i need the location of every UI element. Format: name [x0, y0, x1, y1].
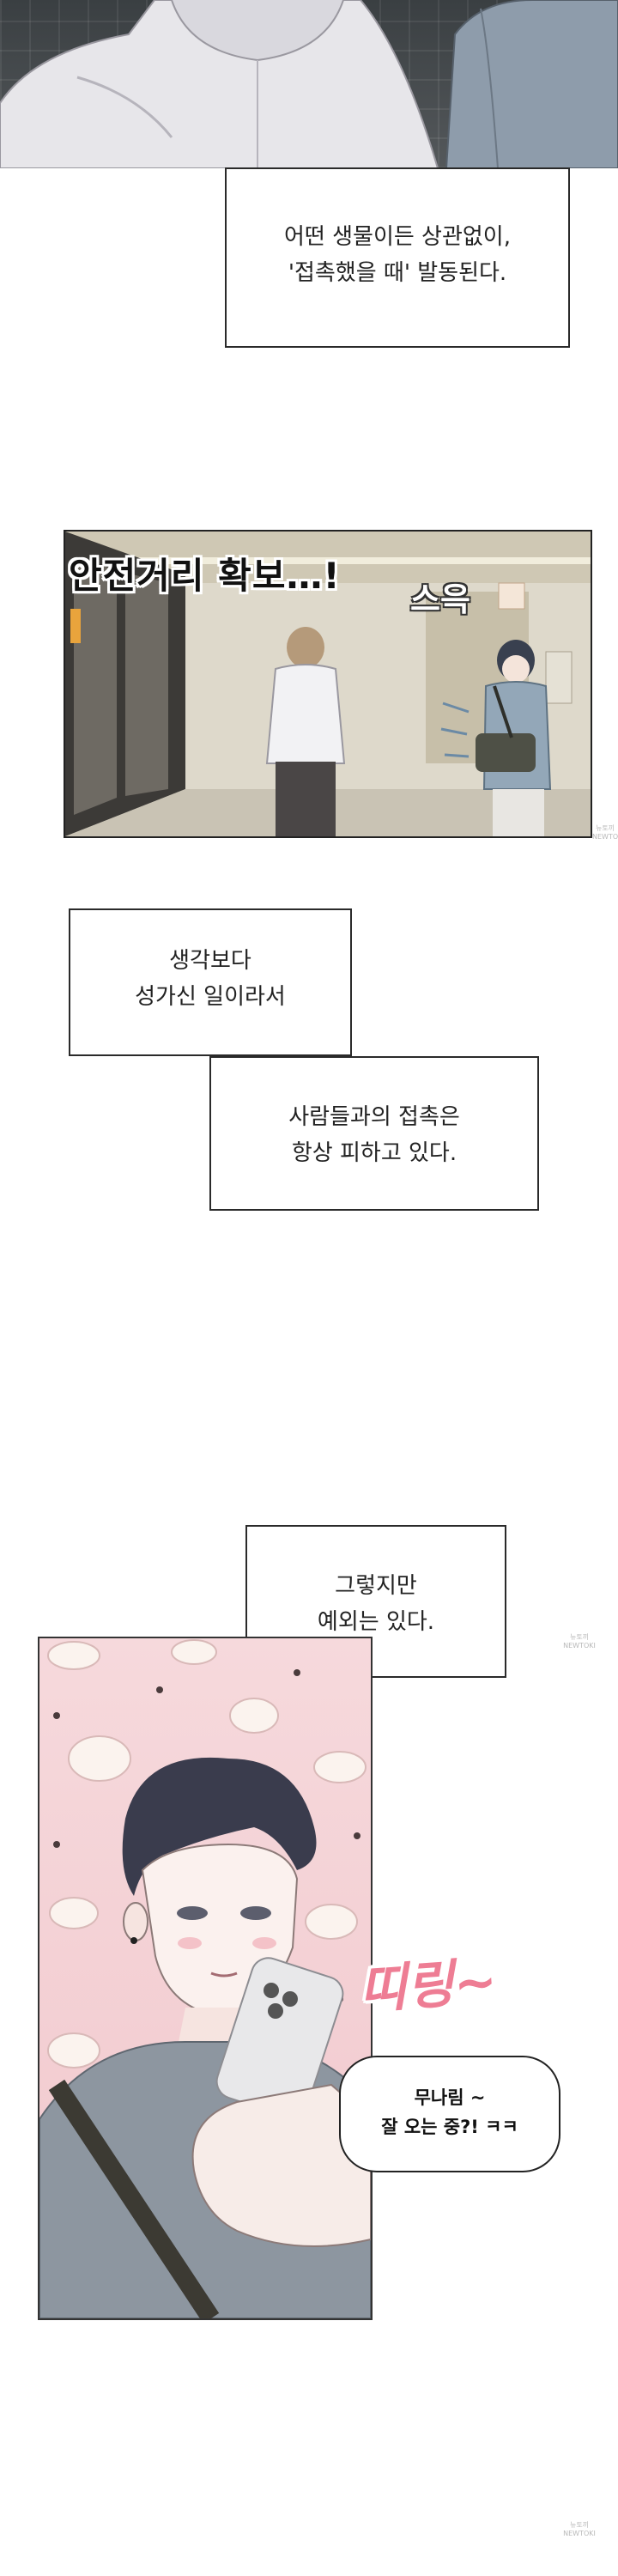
narration-line: 생각보다 — [169, 948, 251, 974]
watermark: 뉴토끼 NEWTOKI — [592, 824, 618, 841]
narration-box-1: 어떤 생물이든 상관없이, '접촉했을 때' 발동된다. — [225, 167, 570, 348]
phone-portrait-panel — [38, 1637, 373, 2320]
narration-line: 성가신 일이라서 — [135, 984, 286, 1010]
narration-line: 항상 피하고 있다. — [291, 1140, 457, 1166]
narration-line: 예외는 있다. — [317, 1609, 435, 1635]
narration-line: 어떤 생물이든 상관없이, — [284, 224, 511, 250]
watermark: 뉴토끼 NEWTOKI — [563, 2521, 596, 2537]
watermark: 뉴토끼 NEWTOKI — [563, 1633, 596, 1649]
hoodie-character-figure — [0, 0, 439, 168]
station-scene-illustration — [65, 532, 591, 836]
message-line: 잘 오는 중?! ㅋㅋ — [381, 2117, 518, 2137]
top-subway-panel — [0, 0, 618, 168]
shirt-character-figure — [445, 0, 618, 168]
message-speech-bubble: 무나림 ~ 잘 오는 중?! ㅋㅋ — [339, 2056, 560, 2172]
narration-box-2: 생각보다 성가신 일이라서 — [69, 908, 352, 1056]
message-line: 무나림 ~ — [414, 2087, 486, 2108]
narration-box-3: 사람들과의 접촉은 항상 피하고 있다. — [209, 1056, 539, 1211]
station-sfx: 스윽 — [410, 580, 470, 618]
portrait-illustration — [39, 1639, 371, 2318]
narration-line: '접촉했을 때' 발동된다. — [288, 260, 507, 286]
station-panel: 안전거리 확보…! 스윽 — [64, 530, 592, 838]
notification-sfx: 띠링~ — [357, 1951, 500, 2021]
narration-line: 사람들과의 접촉은 — [288, 1104, 460, 1130]
narration-line: 그렇지만 — [335, 1573, 417, 1599]
station-caption: 안전거리 확보…! — [69, 555, 341, 597]
